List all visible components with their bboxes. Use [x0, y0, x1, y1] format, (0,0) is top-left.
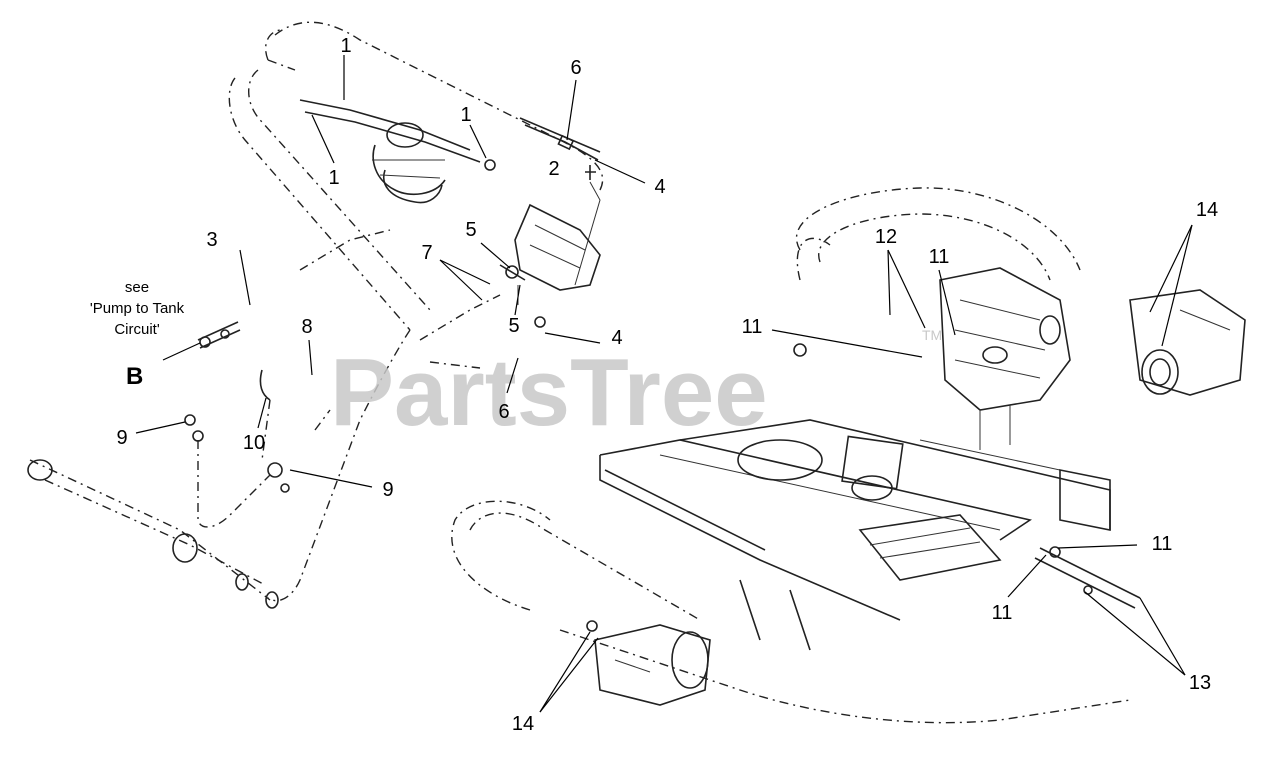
callout-1: 1 [340, 35, 351, 57]
callout-11: 11 [742, 316, 763, 338]
callout-11: 11 [1152, 533, 1173, 555]
reference-note-line1: see [125, 279, 149, 296]
fitting-b [197, 321, 241, 349]
callout-5: 5 [508, 315, 519, 337]
callout-12: 12 [875, 226, 897, 248]
callout-4: 4 [654, 176, 665, 198]
reference-note-line3: Circuit' [114, 321, 160, 338]
callout-3: 3 [206, 229, 217, 251]
callout-9: 9 [116, 427, 127, 449]
tie-rod [1034, 546, 1141, 609]
callout-numbers: 1 1 1 2 6 4 3 5 7 5 4 6 8 9 10 9 12 11 1… [116, 35, 1218, 735]
callout-10: 10 [243, 432, 265, 454]
callout-8: 8 [301, 316, 312, 338]
middle-hoses [267, 229, 501, 602]
callout-13: 13 [1189, 672, 1211, 694]
callout-11: 11 [992, 602, 1013, 624]
callout-7: 7 [421, 242, 432, 264]
callout-2: 2 [548, 158, 559, 180]
callout-6: 6 [498, 401, 509, 423]
callout-1: 1 [460, 104, 471, 126]
callout-6: 6 [570, 57, 581, 79]
lower-frame-tube [27, 369, 290, 609]
valve-assembly [299, 99, 601, 286]
upper-hose-loop [228, 21, 604, 331]
callout-1: 1 [328, 167, 339, 189]
reference-leader [162, 342, 201, 361]
wheel-right [1129, 289, 1246, 396]
leader-lines [135, 55, 1193, 713]
callout-4: 4 [611, 327, 622, 349]
callout-11: 11 [929, 246, 950, 268]
reference-letter: B [126, 363, 143, 390]
wheel-left [586, 620, 711, 706]
engine-assembly [793, 267, 1071, 450]
watermark-trademark: TM [922, 327, 942, 343]
reference-note-line2: 'Pump to Tank [90, 300, 185, 317]
deck-frame [599, 419, 1111, 651]
callout-14: 14 [512, 713, 534, 735]
callout-5: 5 [465, 219, 476, 241]
callout-9: 9 [382, 479, 393, 501]
lower-deck-loop [451, 500, 1131, 724]
watermark-text: PartsTree [330, 339, 768, 446]
mount-bracket [499, 203, 601, 328]
callout-14: 14 [1196, 199, 1218, 221]
deck-upper-loops [795, 187, 1081, 281]
